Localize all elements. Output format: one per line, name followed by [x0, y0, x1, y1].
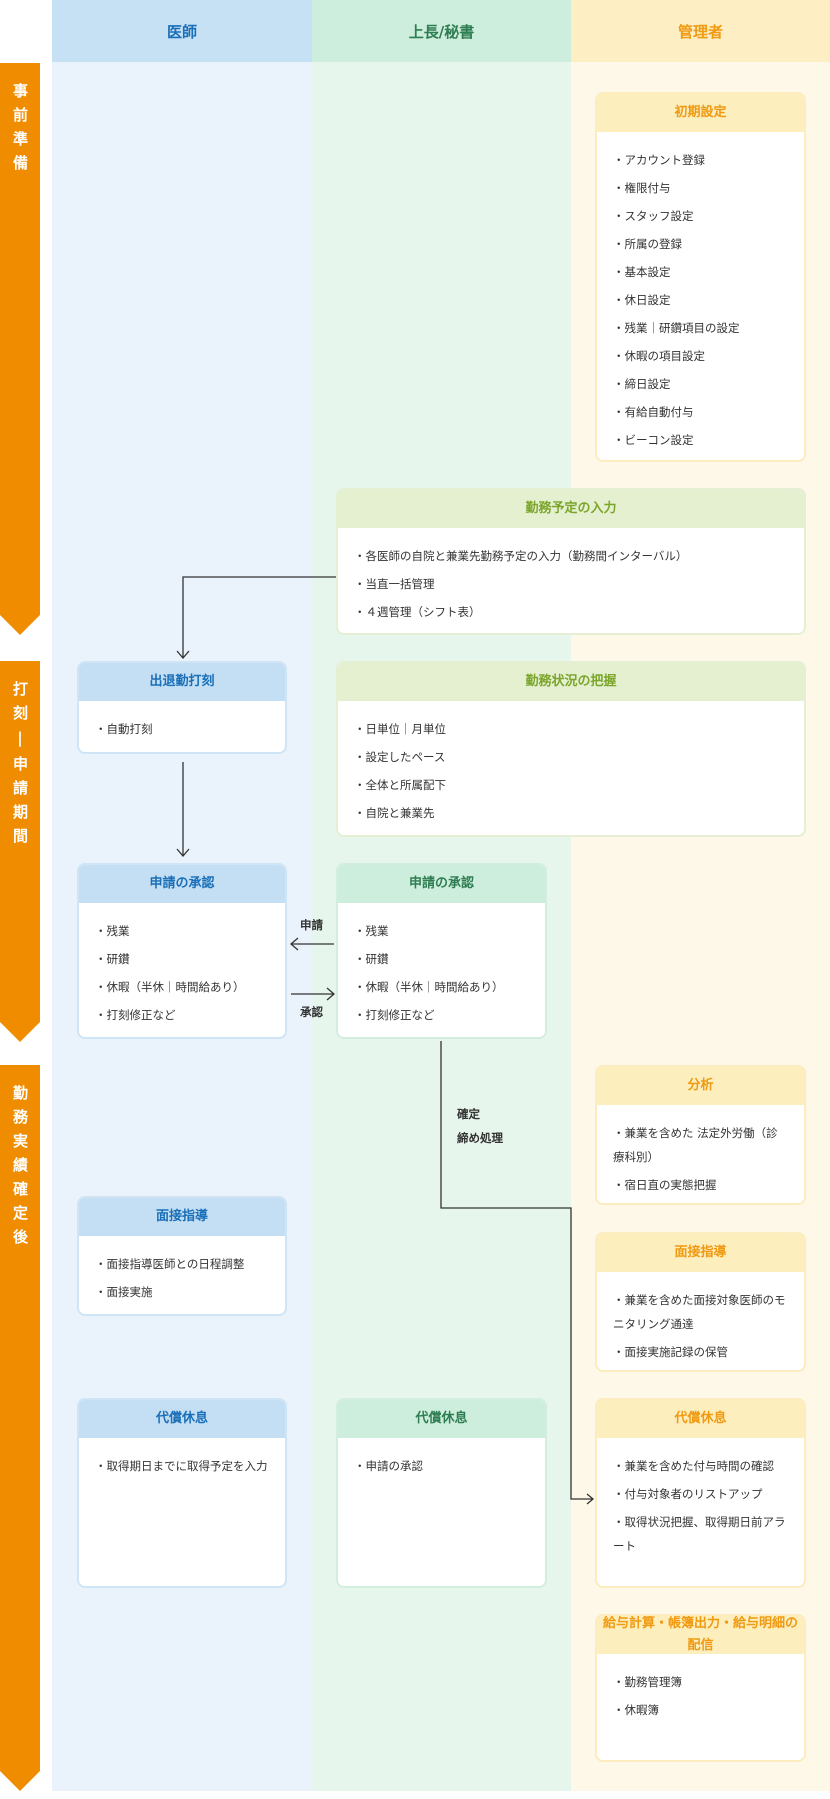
phase-label: 勤務実績確定後 [11, 1085, 29, 1253]
card-initial-settings: 初期設定・アカウント登録・権限付与・スタッフ設定・所属の登録・基本設定・休日設定… [595, 92, 806, 462]
label-approve: 承認 [300, 1005, 323, 1019]
card-title: 勤務状況の把握 [338, 663, 804, 701]
card-item: ・日単位｜月単位 [354, 722, 446, 736]
card-item: ・研鑽 [354, 952, 389, 966]
card-item: ・面接指導医師との日程調整 [95, 1257, 245, 1271]
card-item: ・休暇の項目設定 [613, 349, 705, 363]
card-item: ・休暇（半休｜時間給あり） [95, 980, 245, 994]
arrowhead-icon [326, 987, 335, 1001]
card-item-list: ・自動打刻 [79, 701, 285, 752]
card-item: ・休日設定 [613, 293, 671, 307]
arrowhead-icon [176, 848, 190, 857]
card-item: ・自院と兼業先 [354, 806, 435, 820]
card-approval-boss: 申請の承認・残業・研鑽・休暇（半休｜時間給あり） ・打刻修正など [336, 863, 547, 1039]
card-title: 面接指導 [597, 1234, 804, 1272]
card-title: 初期設定 [597, 94, 804, 132]
card-item-list: ・面接指導医師との日程調整・面接実施 [79, 1236, 285, 1314]
card-item: ・自動打刻 [95, 722, 153, 736]
card-item: ・面接実施記録の保管 [613, 1345, 728, 1359]
card-item: ・ビーコン設定 [613, 433, 694, 447]
card-item: ・締日設定 [613, 377, 671, 391]
card-interview-doctor: 面接指導・面接指導医師との日程調整・面接実施 [77, 1196, 287, 1316]
card-item-list: ・申請の承認 [338, 1438, 545, 1490]
arrowhead-icon [176, 650, 190, 659]
phase-clock-application: 打刻|申請期間 [0, 661, 40, 1042]
phase-label: 打刻|申請期間 [11, 681, 29, 852]
column-header-boss: 上長/秘書 [312, 0, 571, 62]
arrowhead-icon [290, 937, 299, 951]
card-item-list: ・取得期日までに取得予定を入力 [79, 1438, 285, 1490]
card-item: ・休暇簿 [613, 1703, 659, 1717]
card-title: 代償休息 [79, 1400, 285, 1438]
card-item: ・権限付与 [613, 181, 671, 195]
card-item: ・設定したペース [354, 750, 446, 764]
card-item-list: ・日単位｜月単位・設定したペース・全体と所属配下・自院と兼業先 [338, 701, 804, 835]
card-item: ・残業 [95, 924, 130, 938]
card-title: 代償休息 [338, 1400, 545, 1438]
card-item: ・兼業を含めた面接対象医師のモニタリング通達 [613, 1293, 786, 1331]
arrow-schedule-to-clock [182, 576, 336, 658]
label-closing: 締め処理 [457, 1131, 503, 1145]
card-comp-rest-admin: 代償休息・兼業を含めた付与時間の確認・付与対象者のリストアップ・取得状況把握、取… [595, 1398, 806, 1588]
card-interview-admin: 面接指導・兼業を含めた面接対象医師のモニタリング通達・面接実施記録の保管 [595, 1232, 806, 1372]
card-item-list: ・各医師の自院と兼業先勤務予定の入力（勤務間インターバル） ・当直一括管理・４週管… [338, 528, 804, 633]
card-item: ・打刻修正など [354, 1008, 435, 1022]
card-item: ・付与対象者のリストアップ [613, 1487, 763, 1501]
card-item: ・休暇（半休｜時間給あり） [354, 980, 504, 994]
card-title: 面接指導 [79, 1198, 285, 1236]
card-item: ・宿日直の実態把握 [613, 1178, 717, 1192]
card-title: 申請の承認 [79, 865, 285, 903]
card-approval-doctor: 申請の承認・残業・研鑽・休暇（半休｜時間給あり） ・打刻修正など [77, 863, 287, 1039]
card-item: ・全体と所属配下 [354, 778, 446, 792]
card-item: ・兼業を含めた 法定外労働（診療科別） [613, 1126, 778, 1164]
card-item: ・取得期日までに取得予定を入力 [95, 1459, 268, 1473]
card-work-status: 勤務状況の把握・日単位｜月単位・設定したペース・全体と所属配下・自院と兼業先 [336, 661, 806, 837]
column-header-doctor: 医師 [52, 0, 312, 62]
card-title: 出退勤打刻 [79, 663, 285, 701]
card-item: ・４週管理（シフト表） [354, 605, 481, 619]
card-title: 申請の承認 [338, 865, 545, 903]
card-item: ・当直一括管理 [354, 577, 435, 591]
card-comp-rest-boss: 代償休息・申請の承認 [336, 1398, 547, 1588]
phase-label: 事前準備 [11, 83, 29, 179]
card-item: ・取得状況把握、取得期日前アラート [613, 1515, 786, 1553]
card-item: ・アカウント登録 [613, 153, 705, 167]
card-item-list: ・残業・研鑽・休暇（半休｜時間給あり） ・打刻修正など [79, 903, 285, 1037]
card-item: ・勤務管理簿 [613, 1675, 682, 1689]
card-item-list: ・勤務管理簿・休暇簿 [597, 1654, 804, 1734]
label-apply: 申請 [300, 918, 323, 932]
arrowhead-icon [586, 1493, 595, 1505]
card-item: ・所属の登録 [613, 237, 682, 251]
phase-after-confirmation: 勤務実績確定後 [0, 1065, 40, 1791]
card-payroll: 給与計算・帳簿出力・給与明細の配信・勤務管理簿・休暇簿 [595, 1614, 806, 1762]
arrow-confirm-to-admin [440, 1041, 593, 1500]
card-item: ・申請の承認 [354, 1459, 423, 1473]
card-item-list: ・兼業を含めた 法定外労働（診療科別） ・宿日直の実態把握 [597, 1105, 804, 1203]
card-item: ・基本設定 [613, 265, 671, 279]
card-item: ・残業｜研鑽項目の設定 [613, 321, 740, 335]
card-item-list: ・兼業を含めた面接対象医師のモニタリング通達・面接実施記録の保管 [597, 1272, 804, 1370]
card-item: ・兼業を含めた付与時間の確認 [613, 1459, 774, 1473]
card-title: 勤務予定の入力 [338, 490, 804, 528]
card-title: 代償休息 [597, 1400, 804, 1438]
card-item: ・スタッフ設定 [613, 209, 694, 223]
card-comp-rest-doctor: 代償休息・取得期日までに取得予定を入力 [77, 1398, 287, 1588]
card-item: ・有給自動付与 [613, 405, 694, 419]
card-analysis: 分析・兼業を含めた 法定外労働（診療科別） ・宿日直の実態把握 [595, 1065, 806, 1205]
card-item: ・面接実施 [95, 1285, 153, 1299]
card-item: ・残業 [354, 924, 389, 938]
card-schedule-input: 勤務予定の入力・各医師の自院と兼業先勤務予定の入力（勤務間インターバル） ・当直一… [336, 488, 806, 635]
label-confirm: 確定 [457, 1107, 480, 1121]
card-clock-in-out: 出退勤打刻・自動打刻 [77, 661, 287, 754]
card-item: ・打刻修正など [95, 1008, 176, 1022]
card-item: ・各医師の自院と兼業先勤務予定の入力（勤務間インターバル） [354, 549, 688, 563]
card-item: ・研鑽 [95, 952, 130, 966]
card-item-list: ・兼業を含めた付与時間の確認・付与対象者のリストアップ・取得状況把握、取得期日前… [597, 1438, 804, 1570]
card-title: 給与計算・帳簿出力・給与明細の配信 [597, 1616, 804, 1654]
card-title: 分析 [597, 1067, 804, 1105]
card-item-list: ・残業・研鑽・休暇（半休｜時間給あり） ・打刻修正など [338, 903, 545, 1037]
card-item-list: ・アカウント登録・権限付与・スタッフ設定・所属の登録・基本設定・休日設定・残業｜… [597, 132, 804, 460]
column-header-admin: 管理者 [571, 0, 830, 62]
phase-preparation: 事前準備 [0, 63, 40, 635]
